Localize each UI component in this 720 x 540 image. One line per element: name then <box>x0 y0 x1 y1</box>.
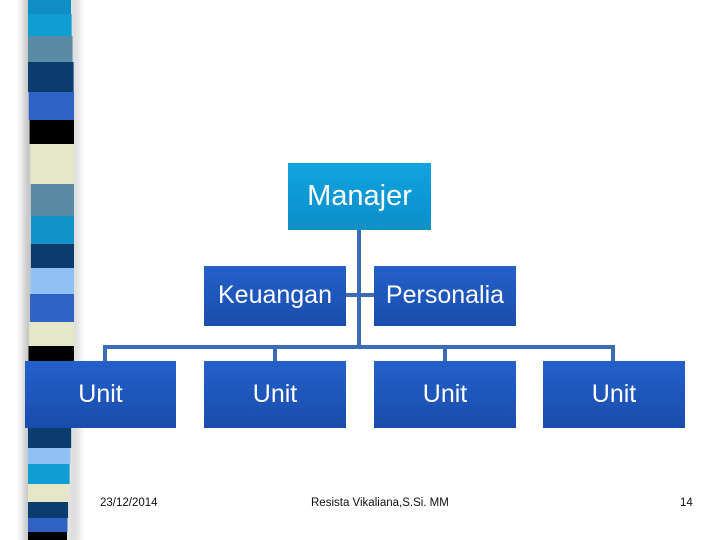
ribbon-band <box>31 216 74 244</box>
org-node-unit-4[interactable]: Unit <box>543 361 685 428</box>
left-color-ribbon <box>28 0 74 540</box>
org-node-unit-4-label: Unit <box>591 379 637 408</box>
org-node-unit-3-label: Unit <box>422 379 468 408</box>
org-node-unit-2-label: Unit <box>252 379 298 408</box>
ribbon-band <box>30 294 74 322</box>
ribbon-band <box>28 62 74 92</box>
footer-author: Resista Vikaliana,S.Si. MM <box>311 497 449 509</box>
ribbon-band <box>28 532 68 540</box>
org-node-manajer[interactable]: Manajer <box>288 163 431 230</box>
ribbon-band <box>30 144 74 184</box>
ribbon-band <box>30 268 74 294</box>
ribbon-band <box>28 518 68 532</box>
org-node-keuangan-label: Keuangan <box>217 281 332 310</box>
connector-manajer-stem <box>357 230 361 295</box>
ribbon-band <box>28 428 72 448</box>
org-node-unit-1-label: Unit <box>78 379 123 408</box>
ribbon-band <box>30 244 74 268</box>
connector-drop-unit-2 <box>273 345 277 362</box>
ribbon-band <box>28 36 73 62</box>
connector-drop-unit-1 <box>103 345 107 362</box>
org-node-unit-2[interactable]: Unit <box>204 361 346 428</box>
connector-unit-bus <box>103 345 615 349</box>
connector-drop-unit-3 <box>443 345 447 362</box>
org-node-manajer-label: Manajer <box>307 179 412 212</box>
connector-middle-stem <box>357 295 361 349</box>
ribbon-band <box>29 120 74 144</box>
org-node-personalia[interactable]: Personalia <box>374 266 516 326</box>
org-node-unit-3[interactable]: Unit <box>374 361 516 428</box>
connector-drop-unit-4 <box>611 345 615 362</box>
ribbon-band <box>28 464 70 484</box>
ribbon-band <box>28 502 69 518</box>
org-node-unit-1[interactable]: Unit <box>25 361 176 428</box>
ribbon-band <box>28 0 71 14</box>
org-node-keuangan[interactable]: Keuangan <box>204 266 346 326</box>
ribbon-band <box>28 14 72 36</box>
footer-date: 23/12/2014 <box>100 497 158 509</box>
ribbon-band <box>30 184 74 216</box>
org-node-personalia-label: Personalia <box>385 281 505 310</box>
ribbon-band <box>28 92 74 120</box>
ribbon-band <box>28 448 71 464</box>
ribbon-band <box>29 322 74 346</box>
footer-page-number: 14 <box>680 497 693 509</box>
ribbon-band <box>28 484 69 502</box>
